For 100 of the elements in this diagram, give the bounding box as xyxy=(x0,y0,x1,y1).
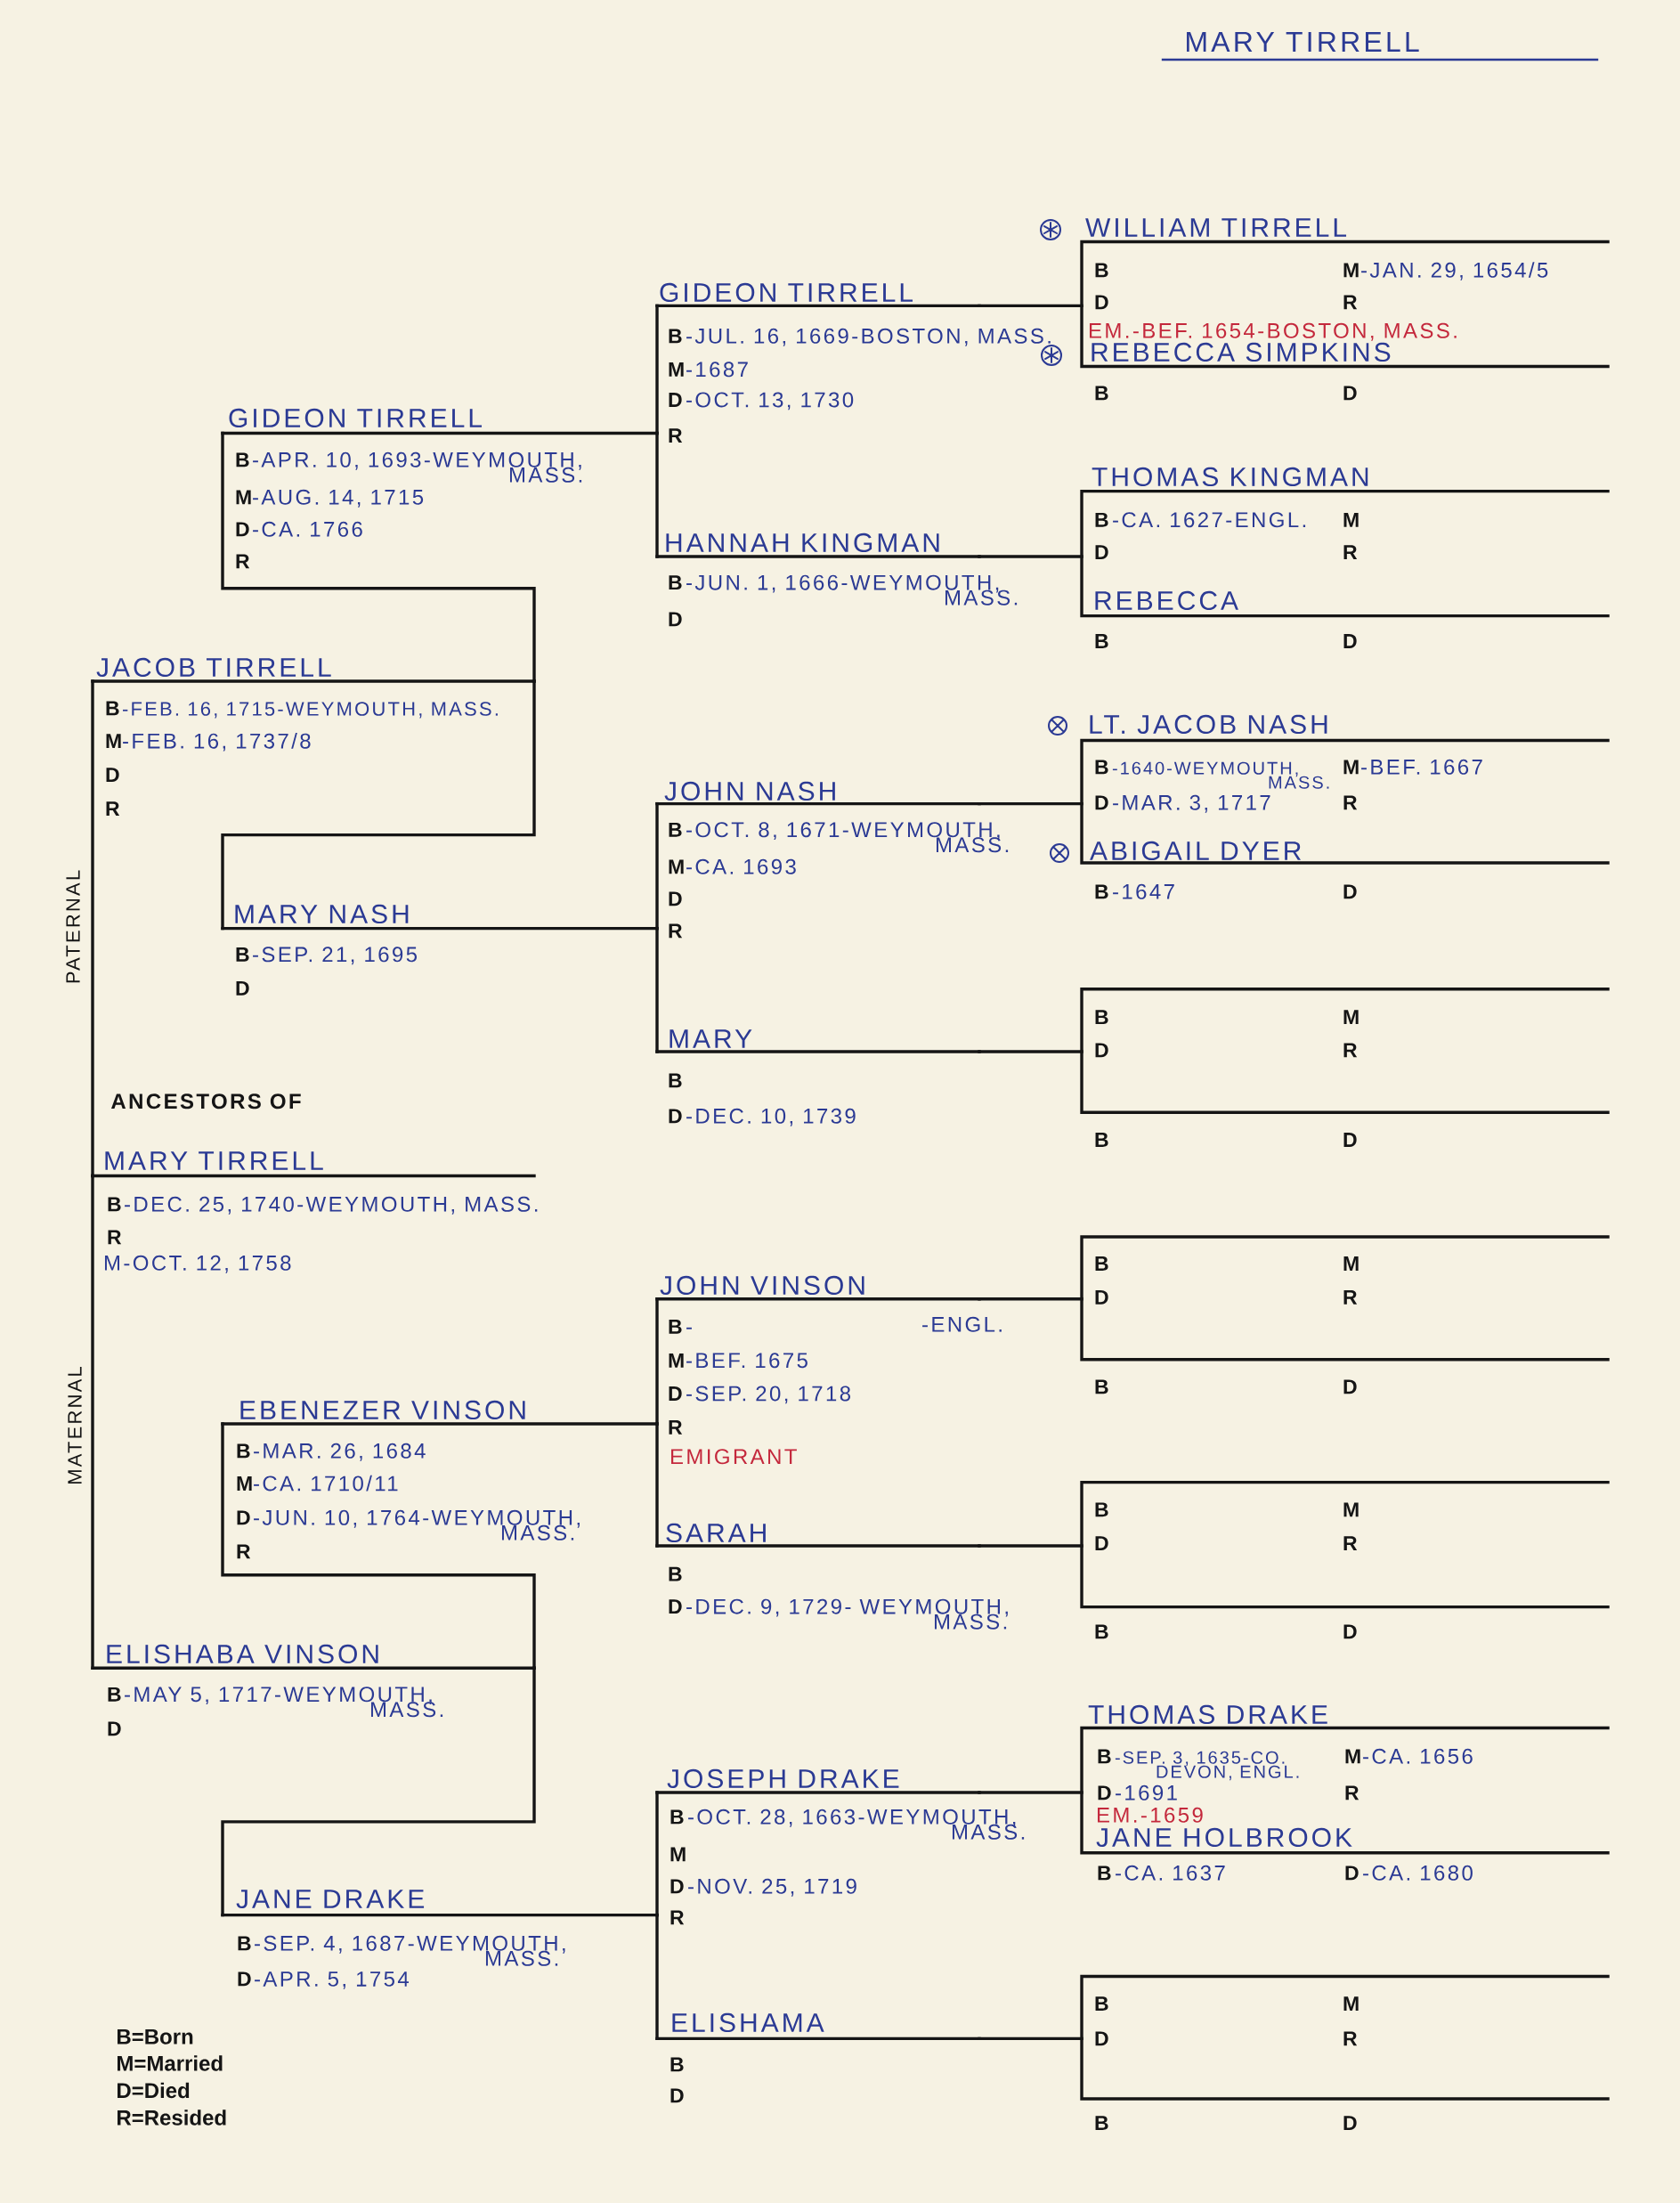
field-letter: D xyxy=(1345,1866,1359,1881)
handwritten-entry: -DEC. 25, 1740-WEYMOUTH, MASS. xyxy=(125,1196,538,1215)
handwritten-note: EM.-BEF. 1654-BOSTON, MASS. xyxy=(1090,322,1457,341)
field-letter: B xyxy=(238,1936,251,1951)
side-label: PATERNAL xyxy=(66,870,80,983)
field-letter: D xyxy=(1095,1289,1108,1305)
field-letter: R xyxy=(1343,295,1358,310)
field-letter: D xyxy=(237,1510,250,1525)
person-name: MARY xyxy=(670,1029,752,1048)
field-letter: M xyxy=(1345,1749,1360,1764)
handwritten-entry: M-OCT. 12, 1758 xyxy=(105,1255,291,1273)
person-name: JOHN NASH xyxy=(664,781,835,801)
field-letter: B xyxy=(669,575,682,590)
handwritten-entry: -JUN. 1, 1666-WEYMOUTH, MASS. xyxy=(686,574,1018,606)
key-entry: M=Married xyxy=(118,2055,223,2071)
field-letter: M xyxy=(236,490,251,505)
field-letter: D xyxy=(1095,795,1108,810)
key-entry: D=Died xyxy=(118,2082,190,2099)
field-letter: D xyxy=(1095,1043,1108,1058)
field-letter: B xyxy=(1095,1010,1108,1025)
person-name: JOSEPH DRAKE xyxy=(667,1768,899,1789)
field-letter: M xyxy=(1343,1010,1359,1025)
handwritten-entry: -OCT. 13, 1730 xyxy=(686,392,854,411)
person-name: GIDEON TIRRELL xyxy=(229,408,482,428)
field-letter: D xyxy=(236,981,249,996)
field-letter: B xyxy=(106,701,119,716)
field-letter: D xyxy=(1095,295,1108,310)
field-letter: B xyxy=(670,1809,684,1825)
handwritten-entry: -CA. 1637 xyxy=(1116,1865,1225,1881)
connector-line xyxy=(978,1297,1083,1301)
handwritten-entry: -OCT. 8, 1671-WEYMOUTH, MASS. xyxy=(686,822,1009,853)
connector-line xyxy=(655,431,659,558)
handwritten-entry: -JUL. 16, 1669-BOSTON, MASS. xyxy=(686,328,1051,346)
handwritten-entry: -1687 xyxy=(686,362,748,378)
handwritten-entry: -CA. 1680 xyxy=(1363,1865,1473,1881)
field-letter: R xyxy=(669,923,683,939)
handwritten-entry: -MAR. 3, 1717 xyxy=(1113,794,1270,813)
field-letter: B xyxy=(1095,263,1108,278)
handwritten-entry: -OCT. 28, 1663-WEYMOUTH, MASS. xyxy=(688,1809,1025,1840)
field-letter: R xyxy=(236,554,250,569)
field-letter: D xyxy=(1343,884,1357,899)
handwritten-entry: -AUG. 14, 1715 xyxy=(253,489,424,508)
person-name: ELISHABA VINSON xyxy=(107,1644,378,1664)
handwritten-entry: -1691 xyxy=(1116,1784,1177,1801)
connector-line xyxy=(978,801,1083,806)
key-entry: R=Resided xyxy=(118,2110,226,2126)
field-letter: R xyxy=(669,1420,683,1435)
person-name: JANE HOLBROOK xyxy=(1096,1827,1352,1848)
field-letter: D xyxy=(108,1721,121,1736)
field-letter: D xyxy=(106,768,119,782)
handwritten-entry: -DEC. 10, 1739 xyxy=(686,1108,856,1126)
key-entry: B=Born xyxy=(118,2029,193,2044)
field-letter: D xyxy=(1343,634,1357,648)
field-letter: D xyxy=(669,612,682,627)
connector-line xyxy=(978,1791,1083,1794)
field-letter: M xyxy=(1343,1502,1359,1517)
field-letter: M xyxy=(669,859,684,874)
field-letter: B xyxy=(236,452,249,467)
connector-line xyxy=(978,1050,1083,1053)
field-letter: B xyxy=(669,822,682,837)
handwritten-entry: -BEF. 1667 xyxy=(1361,759,1482,775)
field-letter: B xyxy=(1095,512,1108,527)
field-letter: B xyxy=(1095,1379,1108,1394)
field-letter: R xyxy=(106,801,120,816)
connector-line xyxy=(978,2036,1083,2041)
person-name: SARAH xyxy=(666,1523,766,1543)
person-name: THOMAS KINGMAN xyxy=(1092,467,1368,487)
field-letter: B xyxy=(669,1566,682,1581)
handwritten-entry: -NOV. 25, 1719 xyxy=(688,1878,856,1897)
person-name: WILLIAM TIRRELL xyxy=(1085,218,1347,237)
field-letter: B xyxy=(1095,386,1108,401)
field-letter: D xyxy=(1095,2031,1108,2046)
form-heading: ANCESTORS OF xyxy=(111,1093,301,1110)
field-letter: D xyxy=(238,1971,251,1987)
handwritten-entry: - xyxy=(686,1327,692,1329)
handwritten-entry: -BEF. 1675 xyxy=(686,1353,808,1369)
field-letter: B xyxy=(669,1320,682,1334)
field-letter: B xyxy=(237,1443,250,1459)
handwritten-entry: -CA. 1627-ENGL. xyxy=(1113,512,1306,528)
handwritten-entry: -FEB. 16, 1737/8 xyxy=(123,733,311,752)
field-letter: B xyxy=(108,1687,121,1702)
handwritten-entry: -JAN. 29, 1654/5 xyxy=(1361,262,1548,280)
field-letter: B xyxy=(236,947,249,962)
field-letter: B xyxy=(1095,1624,1108,1639)
handwritten-entry: -MAR. 26, 1684 xyxy=(254,1443,426,1461)
field-letter: R xyxy=(1345,1785,1359,1801)
field-letter: R xyxy=(1343,1043,1358,1058)
field-letter: B xyxy=(1095,1996,1108,2012)
field-letter: D xyxy=(1098,1785,1111,1801)
field-letter: B xyxy=(1098,1866,1111,1881)
field-letter: D xyxy=(669,1386,682,1401)
field-letter: D xyxy=(1095,1536,1108,1550)
field-letter: M xyxy=(106,734,121,749)
handwritten-entry: -MAY 5, 1717-WEYMOUTH, MASS. xyxy=(125,1687,443,1718)
field-letter: B xyxy=(669,329,682,344)
handwritten-entry: -APR. 5, 1754 xyxy=(255,1971,409,1989)
field-letter: M xyxy=(669,362,684,377)
field-letter: R xyxy=(670,1910,685,1925)
connector-line xyxy=(221,679,536,931)
field-letter: D xyxy=(1343,1133,1357,1147)
